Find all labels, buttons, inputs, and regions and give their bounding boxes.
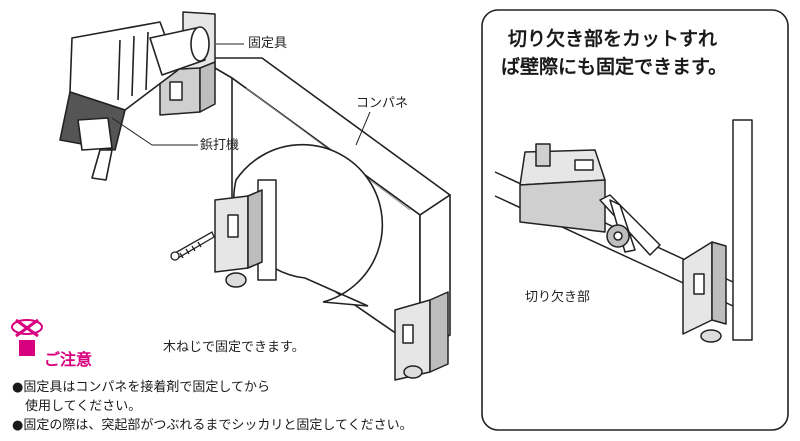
nippers-icon [599,194,661,256]
caution-note-2: ●固定の際は、突起部がつぶれるまでシッカリと固定してください。 [12,418,413,433]
fixture-bottom [394,291,449,381]
panel-label: コンパネ [356,96,409,111]
zoom-bubble [170,143,384,307]
caution-notes: ●固定具はコンパネを接着剤で固定してから 使用してください。 ●固定の際は、突起… [12,378,413,435]
caution-note-1-line1: ●固定具はコンパネを接着剤で固定してから [12,380,270,395]
nailer-label: 鋲打機 [200,138,240,153]
wood-screw [170,231,215,261]
caution-title: ご注意 [44,350,93,369]
notch-label: 切り欠き部 [525,290,591,305]
nailer-tool [59,21,210,181]
notch-detail [494,119,753,343]
callout-heading-line1: 切り欠き部をカットすれ [508,28,718,50]
wood-screw-caption: 木ねじで固定できます。 [163,340,305,355]
caution-icon [11,318,43,356]
fixture-label: 固定具 [248,36,288,51]
caution-note-1-line2: 使用してください。 [25,399,142,414]
callout-heading-line2: ば壁際にも固定できます。 [501,56,728,78]
